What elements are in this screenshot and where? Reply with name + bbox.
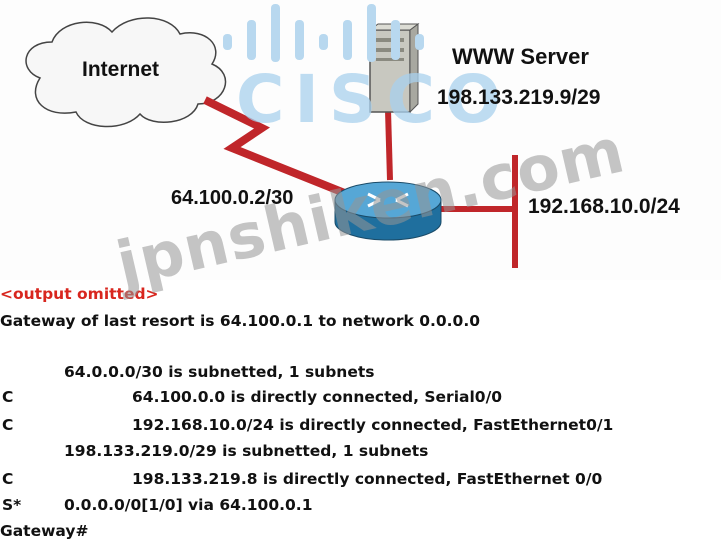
route-line: 198.133.219.0/29 is subnetted, 1 subnets <box>0 440 721 462</box>
route-code: C <box>2 416 14 434</box>
svg-text:CISCO: CISCO <box>236 61 511 138</box>
route-line: S* 0.0.0.0/0[1/0] via 64.100.0.1 <box>0 494 721 516</box>
server-icon <box>368 23 420 114</box>
server-ip-label: 198.133.219.9/29 <box>437 86 601 109</box>
cli-prompt: Gateway# <box>0 522 89 540</box>
route-line: C 64.100.0.0 is directly connected, Seri… <box>0 386 721 408</box>
output-omitted-label: <output omitted> <box>0 285 159 303</box>
route-code: C <box>2 388 14 406</box>
route-text: 198.133.219.8 is directly connected, Fas… <box>132 470 603 488</box>
route-line: C 192.168.10.0/24 is directly connected,… <box>0 414 721 436</box>
gateway-of-last-resort-line: Gateway of last resort is 64.100.0.1 to … <box>0 312 481 330</box>
route-text: 0.0.0.0/0[1/0] via 64.100.0.1 <box>64 496 313 514</box>
lan-network-label: 192.168.10.0/24 <box>528 195 680 218</box>
router-icon <box>334 181 442 241</box>
route-code: S* <box>2 496 22 514</box>
route-text: 198.133.219.0/29 is subnetted, 1 subnets <box>64 442 429 460</box>
server-name-label: WWW Server <box>452 44 589 69</box>
route-text: 192.168.10.0/24 is directly connected, F… <box>132 416 614 434</box>
route-code: C <box>2 470 14 488</box>
route-line: C 198.133.219.8 is directly connected, F… <box>0 468 721 490</box>
server-link <box>385 109 393 181</box>
route-text: 64.0.0.0/30 is subnetted, 1 subnets <box>64 363 375 381</box>
serial-link <box>203 96 354 200</box>
internet-label: Internet <box>82 58 160 81</box>
serial-ip-label: 64.100.0.2/30 <box>171 187 294 209</box>
route-line: 64.0.0.0/30 is subnetted, 1 subnets <box>0 361 721 383</box>
cisco-logo-watermark: CISCO <box>223 4 511 138</box>
route-text: 64.100.0.0 is directly connected, Serial… <box>132 388 503 406</box>
internet-cloud <box>25 17 227 128</box>
